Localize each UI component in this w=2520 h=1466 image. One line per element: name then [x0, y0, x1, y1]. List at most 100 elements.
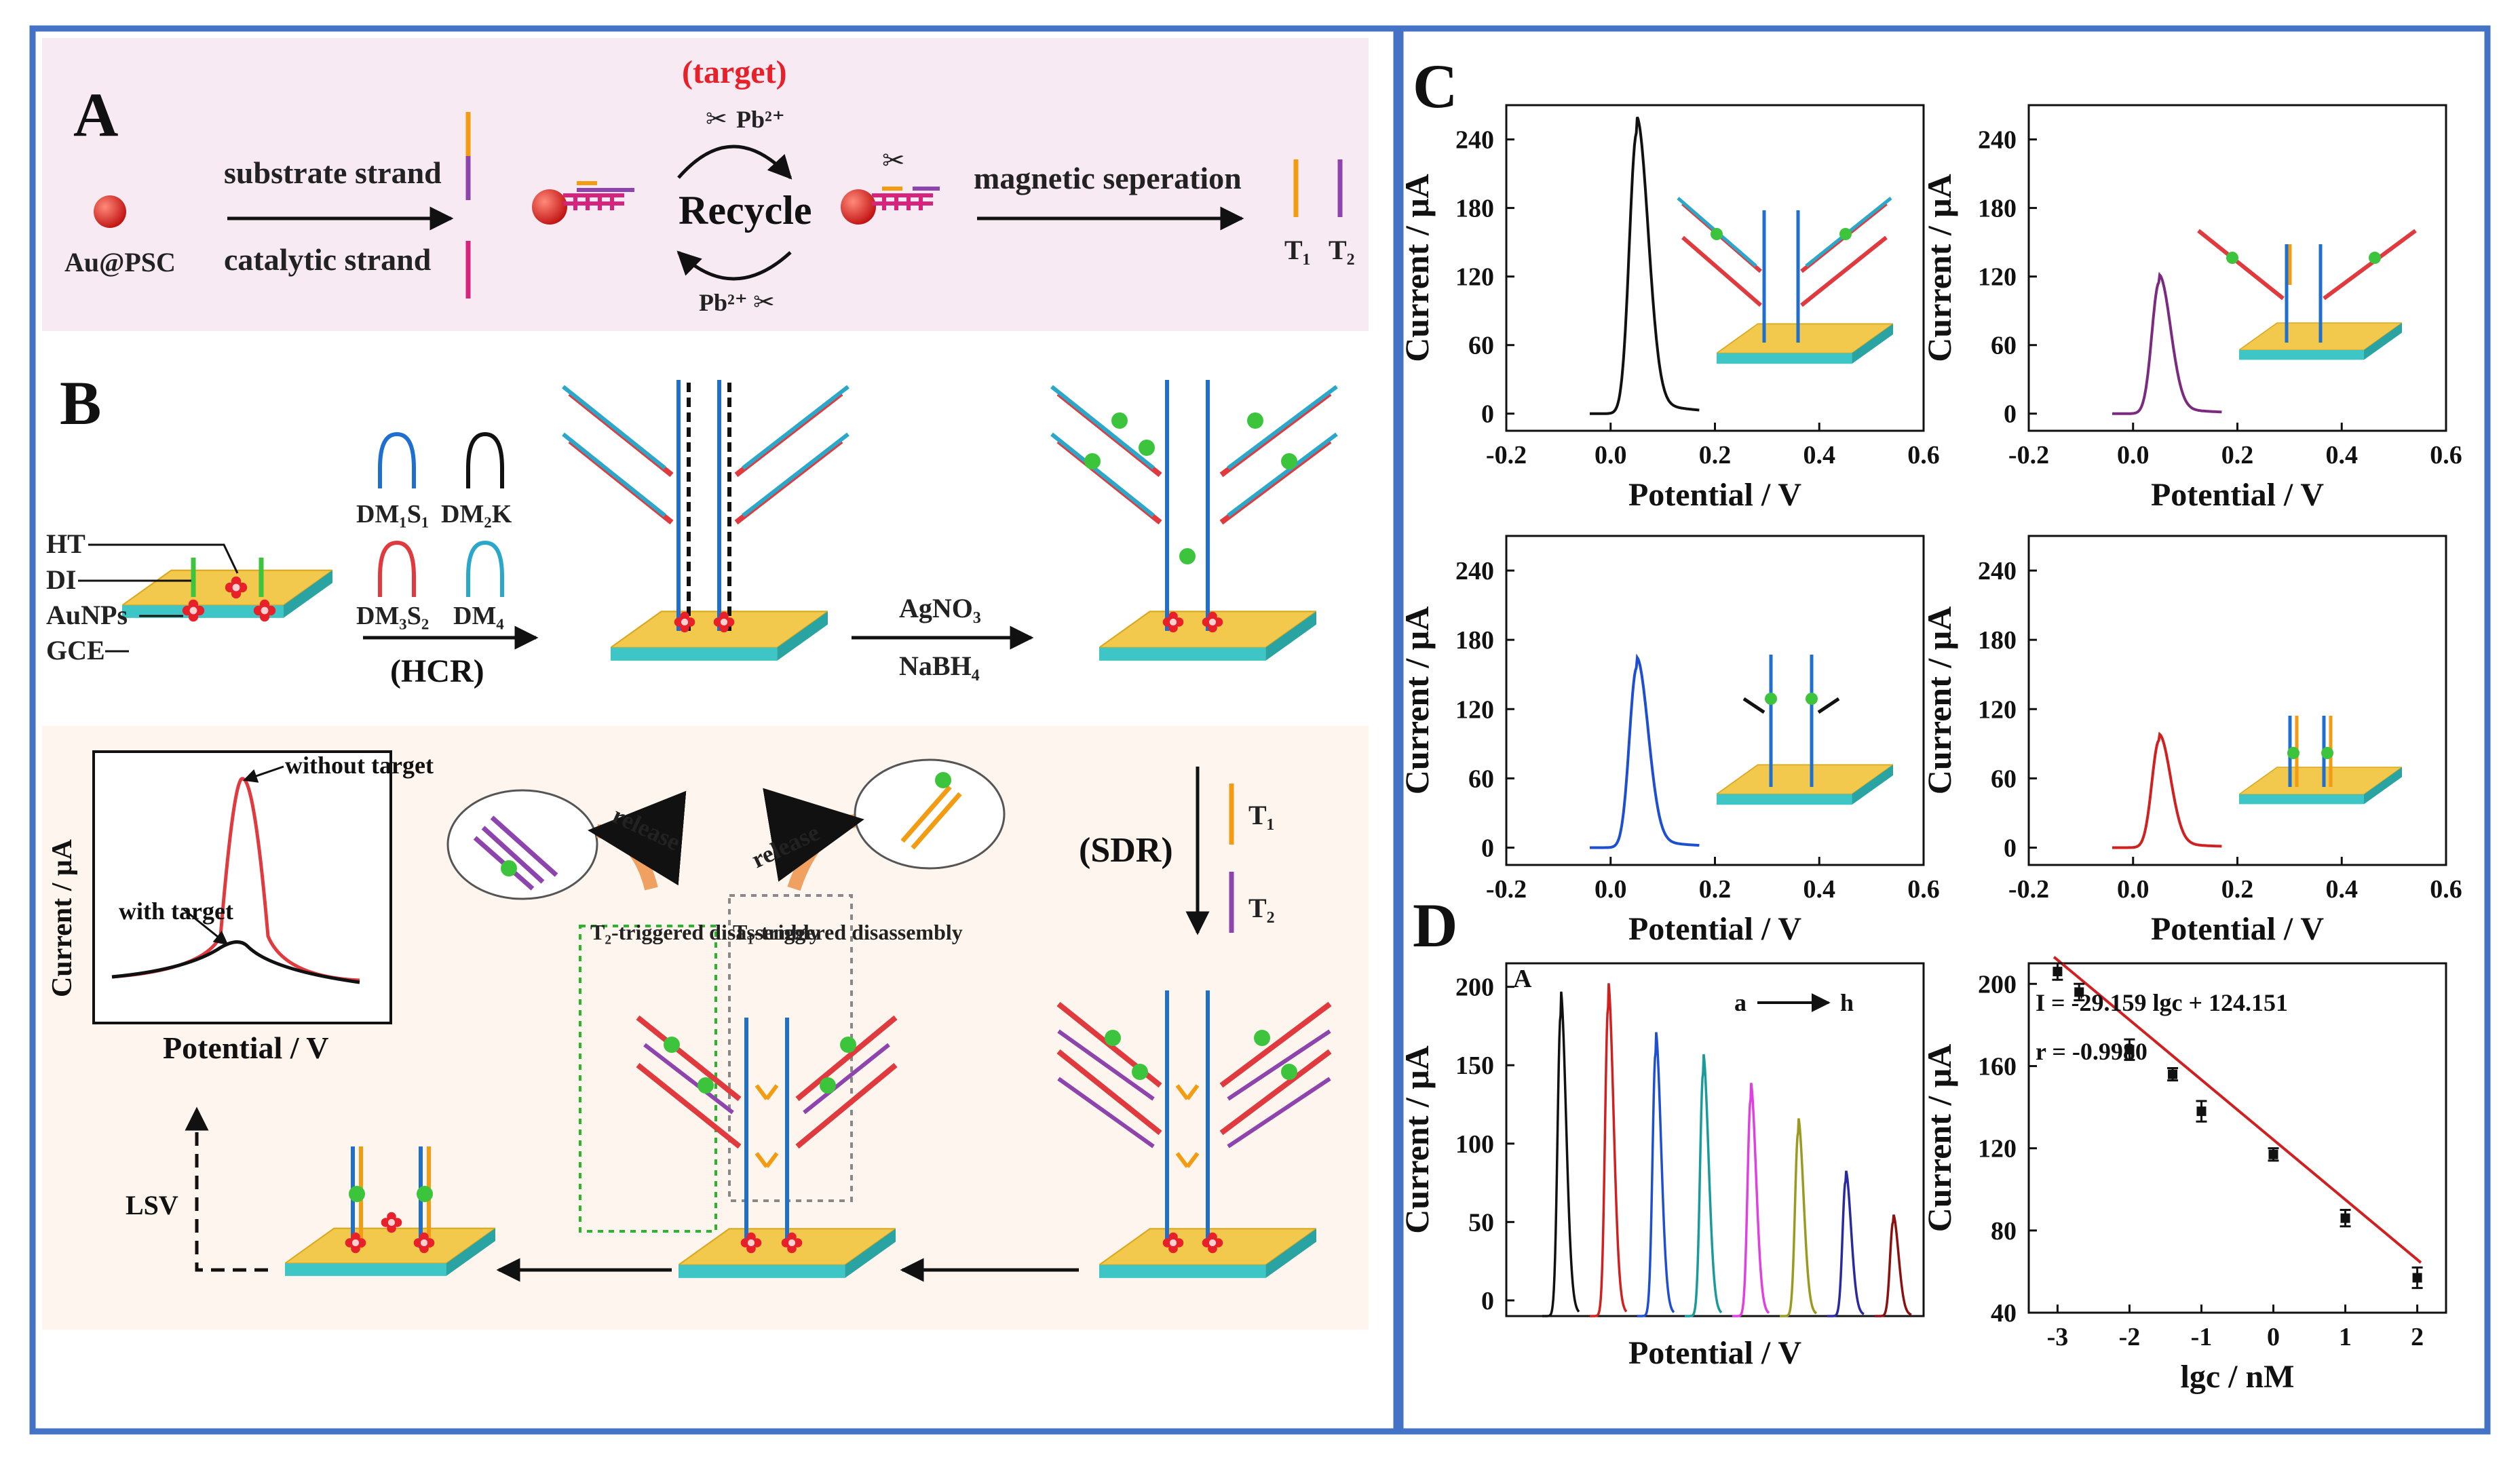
y-tick-label: 0	[2004, 834, 2017, 862]
data-point	[2168, 1069, 2178, 1079]
lsv-curve-f	[1780, 1118, 1818, 1317]
x-tick-label: 0.0	[1595, 875, 1627, 904]
x-tick-label: 2	[2411, 1323, 2424, 1351]
y-tick-label: 40	[1991, 1299, 2017, 1328]
final-electrode	[285, 1146, 495, 1277]
x-tick-label: -1	[2191, 1323, 2213, 1351]
panel-d-sublabel: A	[1513, 965, 1532, 993]
x-tick-label: 0.6	[1907, 441, 1940, 469]
hairpin-label-3: DM₃S₂	[356, 602, 429, 630]
x-axis-label: Potential / V	[2151, 477, 2324, 513]
lsv-curve-b	[1590, 983, 1628, 1317]
hcr-label: (HCR)	[390, 653, 484, 689]
leader-lines	[78, 543, 239, 653]
panel-d-label: D	[1413, 891, 1457, 960]
pb-bottom-label: Pb²⁺	[699, 289, 748, 316]
data-point	[2268, 1149, 2278, 1159]
silver-structure	[1050, 380, 1338, 661]
y-tick-label: 60	[1991, 332, 2017, 360]
x-tick-label: 0.0	[1595, 441, 1627, 469]
nanoparticle-label: Au@PSC	[64, 247, 176, 277]
release-arrow-right	[763, 788, 864, 891]
x-axis-label: Potential / V	[2151, 911, 2324, 947]
magnetic-separation-label: magnetic seperation	[974, 161, 1242, 195]
x-tick-label: -0.2	[1486, 875, 1527, 904]
t1-disassembly-label: T₁-triggered disassembly	[733, 920, 963, 944]
x-tick-label: 0.2	[1699, 875, 1732, 904]
silver-dot-left	[501, 860, 517, 876]
lsv-curve-a	[1542, 991, 1580, 1317]
x-tick-label: 1	[2339, 1323, 2352, 1351]
y-axis-label: Current / μA	[1398, 174, 1436, 362]
hcr-structure	[562, 380, 849, 661]
x-tick-label: 0.6	[2430, 875, 2462, 904]
y-tick-label: 0	[1481, 834, 1494, 862]
panel-a: A Au@PSC substrate strand catalytic stra…	[42, 38, 1369, 331]
lsv-curve-g	[1827, 1170, 1865, 1317]
label-di: DI	[46, 564, 76, 595]
sdr-structure	[1056, 990, 1332, 1279]
lsv-curve-c	[1637, 1032, 1675, 1317]
silver-dot-right	[935, 772, 951, 788]
plot-frame	[2027, 962, 2447, 1314]
inset-without-label: without target	[285, 752, 434, 779]
x-tick-label: 0.4	[2326, 441, 2359, 469]
inset-ylabel: Current / μA	[47, 838, 78, 997]
arrow-h-label: h	[1840, 989, 1854, 1016]
y-tick-label: 0	[2004, 400, 2017, 429]
data-point	[2196, 1106, 2207, 1117]
panel-a-label: A	[73, 80, 118, 149]
equation-label: I = -29.159 lgc + 124.151	[2036, 989, 2288, 1016]
lsv-curve	[2112, 731, 2222, 849]
scissors-bottom-icon: ✂	[753, 288, 775, 317]
nabh4-label: NaBH₄	[899, 651, 980, 681]
recycle-arrow-bottom	[676, 250, 792, 281]
y-tick-label: 240	[1978, 557, 2017, 585]
y-tick-label: 0	[1481, 400, 1494, 429]
lsv-curve-d	[1685, 1054, 1723, 1317]
x-tick-label: 0.2	[1699, 441, 1732, 469]
panel-b: B HT DI AuNPs GCE DM₁S₁ DM₂K DM₃S₂ DM₄ (…	[42, 368, 1369, 1330]
inset-with-label: with target	[119, 898, 233, 925]
lsv-arrow	[185, 1106, 268, 1272]
x-tick-label: 0.6	[2430, 441, 2462, 469]
x-tick-label: 0.2	[2221, 875, 2254, 904]
y-axis-label: Current / μA	[1398, 606, 1436, 794]
y-tick-label: 100	[1455, 1130, 1494, 1159]
x-axis-label: Potential / V	[1628, 477, 1801, 513]
data-point	[2340, 1213, 2350, 1223]
release-arrow-left	[588, 790, 687, 891]
cleaved-particle-icon: ✂	[841, 145, 940, 225]
y-axis-label: Current / μA	[1920, 174, 1958, 362]
panel-c-label: C	[1413, 52, 1457, 121]
t2-disassembly-label: T₂-triggered disassembly	[590, 920, 820, 944]
inset-c4	[2239, 716, 2402, 805]
disassembly-structure	[579, 894, 898, 1279]
x-tick-label: -0.2	[2008, 875, 2049, 904]
y-axis-label: Current / μA	[1920, 1044, 1958, 1232]
data-point	[2412, 1273, 2422, 1283]
x-tick-label: 0.2	[2221, 441, 2254, 469]
y-tick-label: 240	[1455, 557, 1494, 585]
lsv-label: LSV	[126, 1190, 178, 1220]
recycle-arrow-top	[677, 144, 793, 180]
substrate-strand-label: substrate strand	[224, 155, 442, 190]
x-tick-label: -2	[2119, 1323, 2141, 1351]
lsv-inset-frame	[92, 750, 392, 1024]
label-gce: GCE	[46, 635, 105, 666]
x-tick-label: 0.4	[1803, 441, 1836, 469]
y-tick-label: 60	[1991, 765, 2017, 793]
x-tick-label: 0.4	[1803, 875, 1836, 904]
lsv-curve-h	[1875, 1214, 1912, 1317]
catalytic-strand-label: catalytic strand	[224, 242, 432, 277]
x-tick-label: -0.2	[2008, 441, 2049, 469]
hairpin-label-2: DM₂K	[441, 500, 512, 528]
inset-c3	[1717, 655, 1893, 806]
inset-xlabel: Potential / V	[163, 1030, 328, 1065]
